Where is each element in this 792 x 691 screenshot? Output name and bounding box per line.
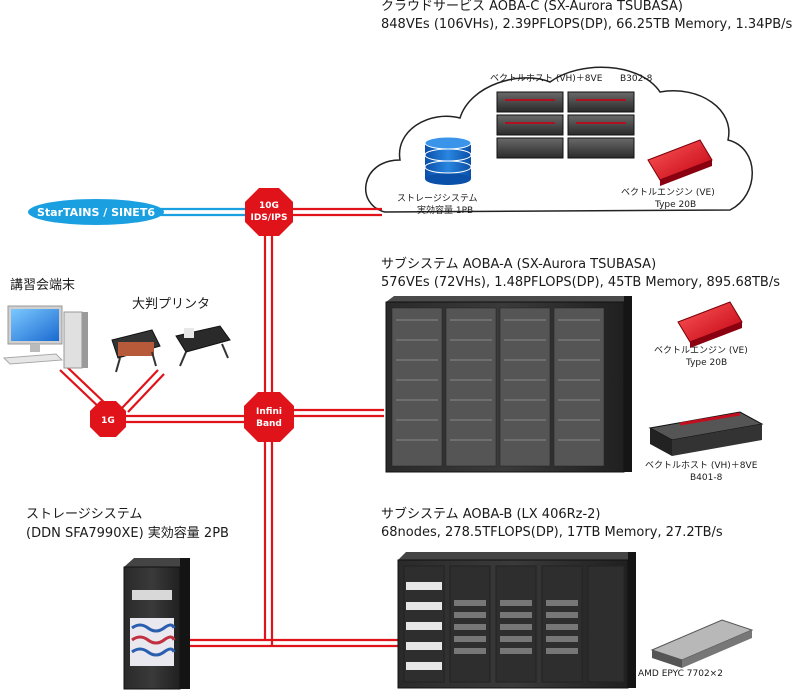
aoba-c-storage-line2: 実効容量 1PB bbox=[417, 206, 474, 216]
aoba-a-vh-server bbox=[648, 411, 764, 456]
storage-main-line2: (DDN SFA7990XE) 実効容量 2PB bbox=[26, 526, 229, 541]
cloud-ve-card bbox=[647, 139, 713, 186]
printer-label: 大判プリンタ bbox=[132, 297, 211, 312]
aoba-c-vh-model: B302-8 bbox=[620, 74, 653, 84]
one-g-octagon bbox=[90, 401, 126, 437]
one-g-label: 1G bbox=[101, 416, 115, 426]
red-links bbox=[59, 207, 400, 648]
ids-octagon bbox=[245, 188, 293, 236]
aoba-b-title: サブシステム AOBA-B (LX 406Rz-2) bbox=[381, 507, 601, 522]
aoba-a-ve-type: Type 20B bbox=[686, 358, 728, 368]
aoba-a-title: サブシステム AOBA-A (SX-Aurora TSUBASA) bbox=[381, 257, 657, 272]
ids-label-2: IDS/IPS bbox=[250, 213, 287, 223]
terminal-pc-icon bbox=[2, 305, 88, 369]
aoba-a-vh-model: B401-8 bbox=[690, 473, 723, 483]
infiniband-label-2: Band bbox=[256, 419, 282, 429]
cloud-vh-servers bbox=[496, 91, 635, 159]
aoba-c-storage-line1: ストレージシステム bbox=[397, 194, 478, 204]
storage-rack-icon bbox=[123, 558, 190, 690]
aoba-c-ve-type: Type 20B bbox=[655, 200, 697, 210]
sinet-label: StarTAINS / SINET6 bbox=[37, 206, 155, 219]
infiniband-octagon bbox=[244, 392, 294, 442]
aoba-b-cpu-label: AMD EPYC 7702×2 bbox=[638, 669, 723, 679]
terminal-label: 講習会端末 bbox=[10, 278, 76, 293]
blue-link bbox=[160, 207, 248, 217]
infiniband-label-1: Infini bbox=[256, 407, 282, 417]
ids-label-1: 10G bbox=[259, 201, 279, 211]
aoba-b-specs: 68nodes, 278.5TFLOPS(DP), 17TB Memory, 2… bbox=[381, 525, 723, 540]
sinet-node bbox=[28, 199, 164, 225]
aoba-c-specs: 848VEs (106VHs), 2.39PFLOPS(DP), 66.25TB… bbox=[381, 17, 792, 32]
printer-icons bbox=[111, 325, 231, 373]
aoba-b-racks bbox=[397, 552, 636, 689]
aoba-a-racks bbox=[385, 296, 632, 473]
aoba-a-ve-card bbox=[677, 301, 743, 348]
aoba-a-ve-label: ベクトルエンジン (VE) bbox=[654, 346, 748, 356]
storage-main-line1: ストレージシステム bbox=[26, 507, 143, 522]
amd-server-icon bbox=[650, 619, 754, 668]
aoba-a-specs: 576VEs (72VHs), 1.48PFLOPS(DP), 45TB Mem… bbox=[381, 275, 781, 290]
aoba-c-vh-label: ベクトルホスト (VH)＋8VE bbox=[490, 74, 603, 84]
aoba-c-title: クラウドサービス AOBA-C (SX-Aurora TSUBASA) bbox=[381, 0, 684, 14]
aoba-c-ve-label: ベクトルエンジン (VE) bbox=[621, 188, 715, 198]
aoba-a-vh-label: ベクトルホスト (VH)＋8VE bbox=[645, 461, 758, 471]
database-icon bbox=[424, 136, 472, 185]
